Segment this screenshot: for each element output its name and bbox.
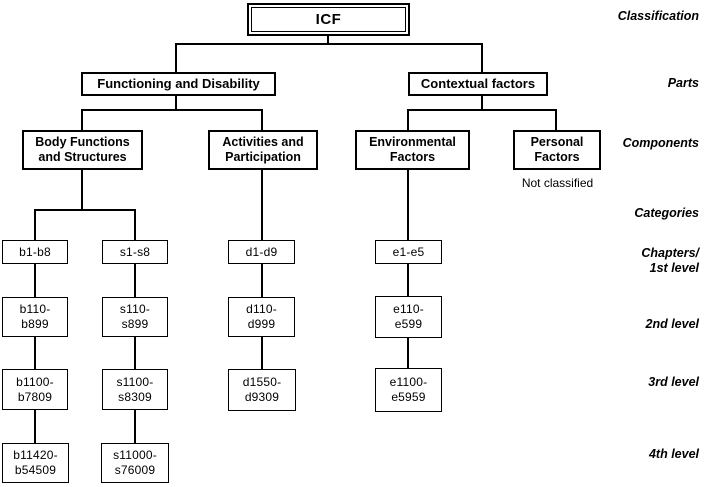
connector-drop-functioning	[175, 43, 177, 73]
connector-e1-e2	[407, 263, 409, 297]
side-label-3rd-level: 3rd level	[648, 375, 699, 389]
chapter-b-box: b1-b8	[2, 240, 68, 264]
level2-b-line1: b110-	[19, 302, 51, 317]
side-label-parts: Parts	[667, 76, 699, 90]
connector-activities-stem	[261, 169, 263, 241]
chapter-e-box: e1-e5	[375, 240, 442, 264]
component-environmental-line1: Environmental	[369, 134, 456, 149]
connector-drop-personal	[555, 109, 557, 131]
component-environmental-line2: Factors	[389, 150, 436, 164]
connector-drop-environmental	[407, 109, 409, 131]
connector-b2-b3	[34, 336, 36, 370]
chapter-s-label: s1-s8	[119, 244, 151, 259]
level2-d-line2: d999	[247, 317, 276, 331]
level4-b-line1: b11420-	[13, 448, 58, 463]
part-functioning-box: Functioning and Disability	[81, 72, 276, 96]
connector-d1-d2	[261, 263, 263, 298]
component-activities-box: Activities and Participation	[208, 130, 318, 170]
component-personal-line1: Personal	[530, 134, 584, 149]
connector-drop-contextual	[481, 43, 483, 73]
connector-drop-activities	[261, 109, 263, 131]
level4-s-box: s11000- s76009	[101, 443, 169, 483]
side-label-chapters: Chapters/ 1st level	[641, 246, 699, 276]
connector-drop-body	[81, 109, 83, 131]
component-personal-line2: Factors	[534, 150, 580, 164]
component-environmental-box: Environmental Factors	[355, 130, 470, 170]
connector-functioning-hline	[81, 109, 263, 111]
level3-e-line1: e1100-	[389, 375, 428, 390]
component-body-functions-line1: Body Functions	[35, 134, 130, 149]
level3-e-box: e1100- e5959	[375, 368, 442, 412]
level2-s-box: s110- s899	[102, 297, 168, 337]
connector-s1-s2	[134, 263, 136, 298]
connector-parts-hline	[175, 43, 483, 45]
connector-s3-s4	[134, 409, 136, 444]
personal-not-classified-note: Not classified	[521, 176, 594, 190]
level3-s-line2: s8309	[118, 389, 152, 404]
level4-s-line2: s76009	[114, 463, 156, 477]
level2-b-box: b110- b899	[2, 297, 68, 337]
level3-d-line2: d9309	[244, 390, 280, 404]
connector-contextual-hline	[407, 109, 557, 111]
connector-b3-b4	[34, 409, 36, 444]
component-personal-box: Personal Factors	[513, 130, 601, 170]
connector-drop-s	[134, 209, 136, 241]
level2-d-line1: d110-	[246, 302, 277, 317]
component-body-functions-line2: and Structures	[38, 150, 127, 164]
connector-functioning-stem	[175, 96, 177, 111]
level3-d-box: d1550- d9309	[228, 369, 296, 411]
connector-body-hline	[34, 209, 136, 211]
level2-e-box: e110- e599	[375, 296, 442, 338]
side-label-chapters-line2: 1st level	[649, 261, 699, 275]
chapter-b-label: b1-b8	[19, 244, 51, 259]
level3-e-line2: e5959	[391, 390, 426, 404]
level3-b-line2: b7809	[17, 389, 53, 404]
side-label-classification: Classification	[617, 9, 699, 23]
component-body-functions-box: Body Functions and Structures	[22, 130, 143, 170]
level3-s-box: s1100- s8309	[102, 369, 168, 410]
side-label-categories: Categories	[634, 206, 699, 220]
connector-s2-s3	[134, 336, 136, 370]
component-activities-line1: Activities and	[222, 134, 304, 149]
connector-b1-b2	[34, 263, 36, 298]
side-label-4th-level: 4th level	[648, 447, 699, 461]
level4-b-line2: b54509	[14, 463, 57, 477]
level3-b-box: b1100- b7809	[2, 369, 68, 410]
level2-e-line2: e599	[394, 317, 423, 331]
chapter-d-label: d1-d9	[245, 244, 278, 259]
level2-e-line1: e110-	[393, 302, 424, 317]
level4-s-line1: s11000-	[113, 448, 157, 463]
level2-s-line1: s110-	[119, 302, 151, 317]
level2-s-line2: s899	[121, 317, 149, 331]
level2-b-line2: b899	[21, 317, 49, 331]
icf-root-box: ICF	[247, 3, 410, 36]
connector-d2-d3	[261, 336, 263, 370]
connector-e2-e3	[407, 337, 409, 369]
connector-environmental-stem	[407, 170, 409, 241]
part-functioning-label: Functioning and Disability	[97, 76, 260, 92]
chapter-d-box: d1-d9	[228, 240, 295, 264]
level3-s-line1: s1100-	[116, 374, 154, 389]
level3-b-line1: b1100-	[16, 374, 54, 389]
part-contextual-box: Contextual factors	[408, 72, 548, 96]
connector-drop-b	[34, 209, 36, 241]
component-activities-line2: Participation	[225, 150, 301, 164]
chapter-e-label: e1-e5	[392, 244, 425, 259]
level2-d-box: d110- d999	[228, 297, 295, 337]
connector-body-stem	[81, 169, 83, 211]
chapter-s-box: s1-s8	[102, 240, 168, 264]
part-contextual-label: Contextual factors	[420, 76, 536, 92]
icf-root-label: ICF	[251, 7, 406, 32]
connector-contextual-stem	[481, 95, 483, 111]
side-label-components: Components	[622, 136, 699, 150]
level3-d-line1: d1550-	[242, 375, 282, 390]
connector-icf-stem	[327, 35, 329, 44]
level4-b-box: b11420- b54509	[2, 443, 69, 483]
side-label-chapters-line1: Chapters/	[641, 246, 699, 260]
side-label-2nd-level: 2nd level	[645, 317, 700, 331]
